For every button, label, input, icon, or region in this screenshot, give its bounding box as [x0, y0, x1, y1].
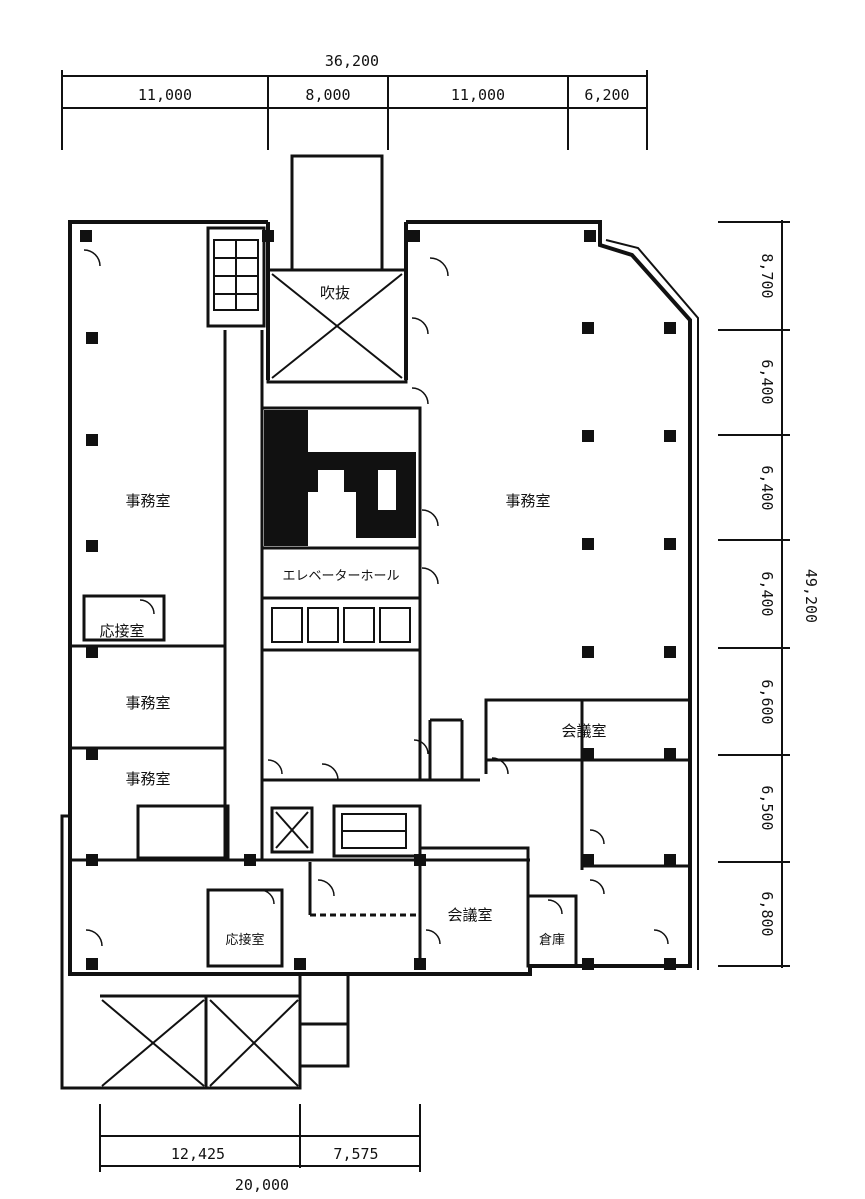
elevator-cars [271, 607, 411, 643]
right-dimension-texts: 8,700 6,400 6,400 6,400 6,600 6,500 6,80… [758, 253, 820, 936]
core-fill [264, 410, 416, 546]
label-office-left-2: 事務室 [125, 694, 170, 712]
void-x-marks [101, 273, 403, 1087]
label-void-top: 吹抜 [320, 284, 350, 302]
label-reception-bottom: 応接室 [225, 932, 264, 948]
dim-top-seg-3: 11,000 [451, 86, 505, 104]
top-dimension-lines [61, 70, 648, 150]
dim-right-total: 49,200 [802, 569, 820, 623]
stair-detail [213, 239, 407, 849]
right-dimension-lines [718, 220, 790, 968]
bottom-dimension-lines [99, 1104, 421, 1172]
label-elevator-hall: エレベーターホール [282, 569, 399, 584]
columns [80, 230, 676, 970]
dim-right-seg-6: 6,500 [758, 785, 776, 830]
label-office-right: 事務室 [505, 492, 550, 510]
dim-bottom-seg-2: 7,575 [333, 1145, 378, 1163]
outer-wall-right-double [605, 239, 699, 970]
dim-bottom-total: 20,000 [235, 1176, 289, 1194]
label-reception-left: 応接室 [99, 622, 144, 640]
label-office-left-3: 事務室 [125, 770, 170, 788]
dim-bottom-seg-1: 12,425 [171, 1145, 225, 1163]
dim-right-seg-7: 6,800 [758, 891, 776, 936]
label-meeting-bottom: 会議室 [447, 906, 492, 924]
dim-top-seg-2: 8,000 [305, 86, 350, 104]
door-swings [83, 249, 669, 947]
dim-right-seg-3: 6,400 [758, 465, 776, 510]
dim-top-seg-4: 6,200 [584, 86, 629, 104]
label-meeting-right: 会議室 [561, 722, 606, 740]
dim-right-seg-5: 6,600 [758, 679, 776, 724]
label-storage-bottom: 倉庫 [539, 933, 565, 948]
dim-right-seg-4: 6,400 [758, 571, 776, 616]
dim-top-total: 36,200 [325, 52, 379, 70]
dim-right-seg-1: 8,700 [758, 253, 776, 298]
label-office-left: 事務室 [125, 492, 170, 510]
dim-right-seg-2: 6,400 [758, 359, 776, 404]
dim-top-seg-1: 11,000 [138, 86, 192, 104]
interior-walls [70, 226, 690, 1088]
